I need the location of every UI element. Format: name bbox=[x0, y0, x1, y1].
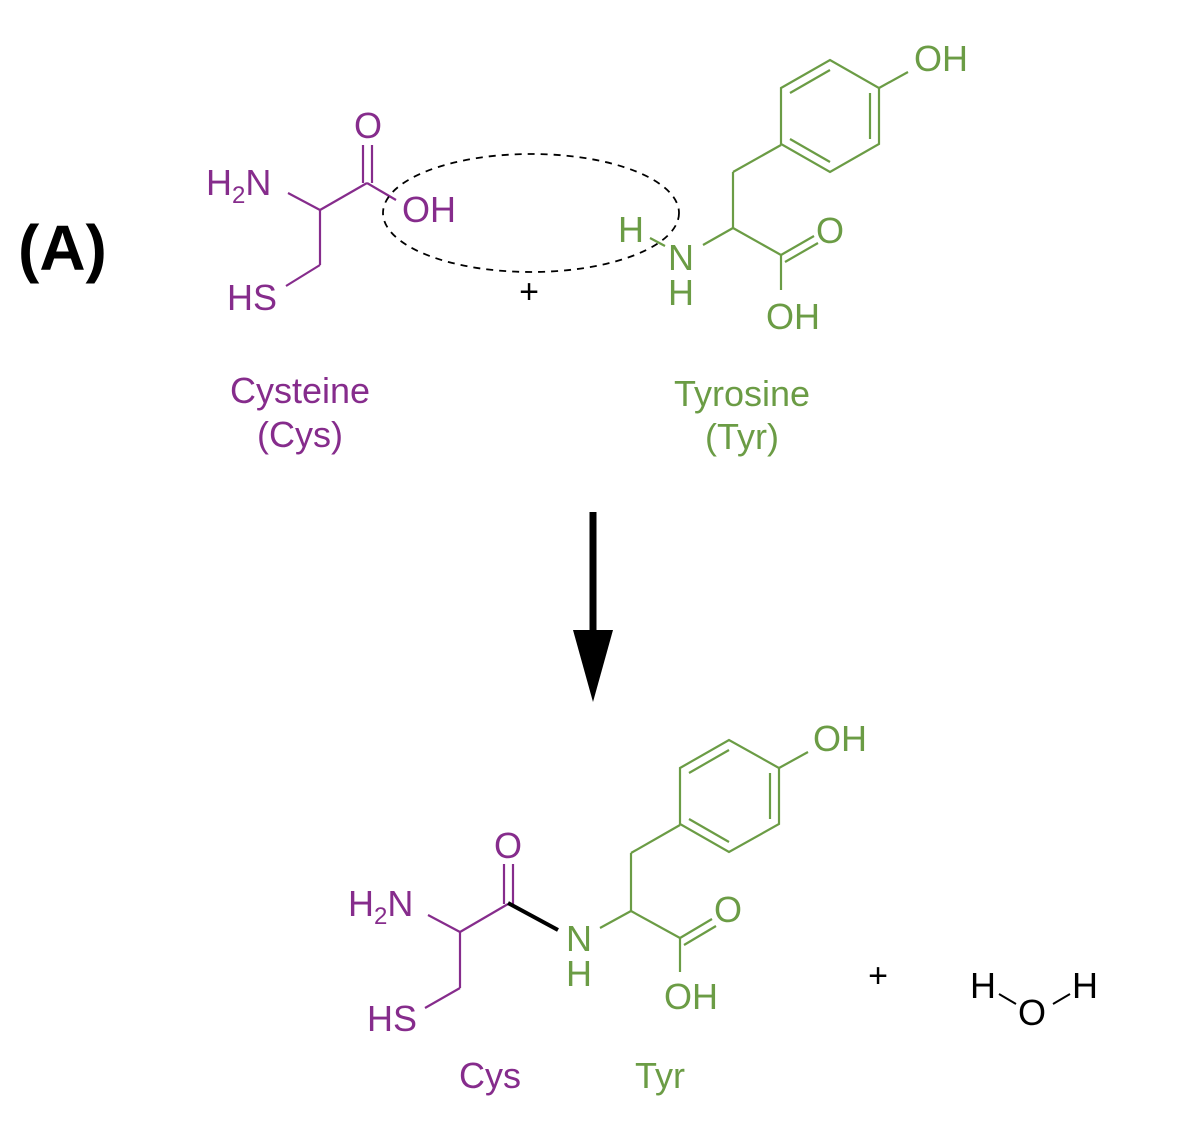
prod-tyr-carbonyl-oxygen: O bbox=[714, 889, 742, 930]
cysteine-structure bbox=[285, 145, 397, 287]
water-oxygen: O bbox=[1018, 992, 1046, 1033]
product-cys-structure bbox=[424, 864, 515, 1009]
peptide-bond bbox=[507, 901, 559, 932]
prod-ring-double-3 bbox=[688, 818, 730, 843]
prod-tyr-benzene-ring bbox=[678, 738, 781, 854]
tyr-phenol-hydroxyl: OH bbox=[914, 38, 968, 79]
prod-amide-h: H bbox=[566, 953, 592, 994]
prod-cys-bond-ca-c bbox=[459, 903, 509, 933]
product-tyr-atoms: N H O OH OH bbox=[566, 718, 867, 1017]
prod-tyr-phenol-hydroxyl: OH bbox=[813, 718, 867, 759]
prod-cys-carbonyl-oxygen: O bbox=[494, 825, 522, 866]
prod-tyr-acid-hydroxyl: OH bbox=[664, 976, 718, 1017]
prod-cys-thiol: HS bbox=[367, 998, 417, 1039]
cys-bond-ca-c bbox=[319, 182, 368, 211]
cys-hydroxyl: OH bbox=[402, 189, 456, 230]
cys-bond-cb-s bbox=[285, 264, 321, 287]
prod-tyr-bond-n-ca bbox=[599, 910, 632, 929]
tyrosine-atoms: H N H O OH OH bbox=[618, 38, 968, 337]
tyr-amine-n: N bbox=[668, 237, 694, 278]
prod-tyr-bond-cb-ring bbox=[630, 824, 681, 854]
tyr-amine-h-top: H bbox=[618, 209, 644, 250]
tyr-bond-ca-c bbox=[732, 227, 782, 256]
cys-bond-c-oh bbox=[366, 182, 397, 201]
prod-ring-double-1 bbox=[688, 749, 730, 774]
tyr-bond-h-n bbox=[649, 237, 666, 247]
water-h-right: H bbox=[1072, 965, 1098, 1006]
tyr-amine-h-bottom: H bbox=[668, 272, 694, 313]
tyr-bond-ring-oh bbox=[878, 71, 909, 89]
tyr-ring-double-3 bbox=[789, 138, 831, 163]
condensation-highlight-ellipse bbox=[382, 153, 680, 273]
cys-thiol: HS bbox=[227, 277, 277, 318]
tyr-bond-cb-ring bbox=[732, 144, 782, 173]
cys-carbonyl-oxygen: O bbox=[354, 105, 382, 146]
tyr-bond-co-b bbox=[784, 242, 819, 263]
tyrosine-structure bbox=[649, 58, 909, 290]
prod-cys-bond-n-ca bbox=[427, 914, 461, 933]
product-plus-sign: + bbox=[868, 957, 888, 995]
tyr-bond-co-a bbox=[780, 235, 815, 256]
reaction-arrow bbox=[573, 512, 613, 702]
product-tyr-structure bbox=[599, 738, 809, 972]
tyr-benzene-ring bbox=[779, 58, 881, 174]
cysteine-name: Cysteine bbox=[230, 370, 370, 411]
cysteine-atoms: H2N O OH HS bbox=[206, 105, 456, 318]
reactant-plus-sign: + bbox=[519, 273, 539, 311]
cys-bond-n-ca bbox=[287, 192, 321, 211]
product-cys-atoms: H2N O HS bbox=[348, 825, 522, 1039]
prod-tyr-bond-co-a bbox=[679, 918, 713, 939]
prod-tyr-bond-ring-oh bbox=[778, 751, 809, 769]
tyr-acid-hydroxyl: OH bbox=[766, 296, 820, 337]
prod-cys-bond-cb-s bbox=[424, 987, 461, 1009]
water-h-left: H bbox=[970, 965, 996, 1006]
prod-amide-n: N bbox=[566, 918, 592, 959]
prod-tyr-bond-co-b bbox=[683, 925, 717, 946]
tyr-carbonyl-oxygen: O bbox=[816, 210, 844, 251]
prod-tyr-bond-ca-c bbox=[630, 910, 681, 939]
tyrosine-abbrev: (Tyr) bbox=[705, 416, 779, 457]
product-cys-label: Cys bbox=[459, 1055, 521, 1096]
water-molecule: H O H bbox=[970, 965, 1098, 1033]
tyr-bond-n-ca bbox=[702, 227, 734, 246]
product-tyr-label: Tyr bbox=[635, 1055, 685, 1096]
panel-label: (A) bbox=[18, 212, 107, 284]
tyrosine-name: Tyrosine bbox=[674, 373, 810, 414]
cys-amine-label: H2N bbox=[206, 162, 271, 209]
prod-cys-amine-label: H2N bbox=[348, 883, 413, 930]
tyr-ring-double-1 bbox=[789, 69, 831, 94]
cysteine-abbrev: (Cys) bbox=[257, 414, 343, 455]
